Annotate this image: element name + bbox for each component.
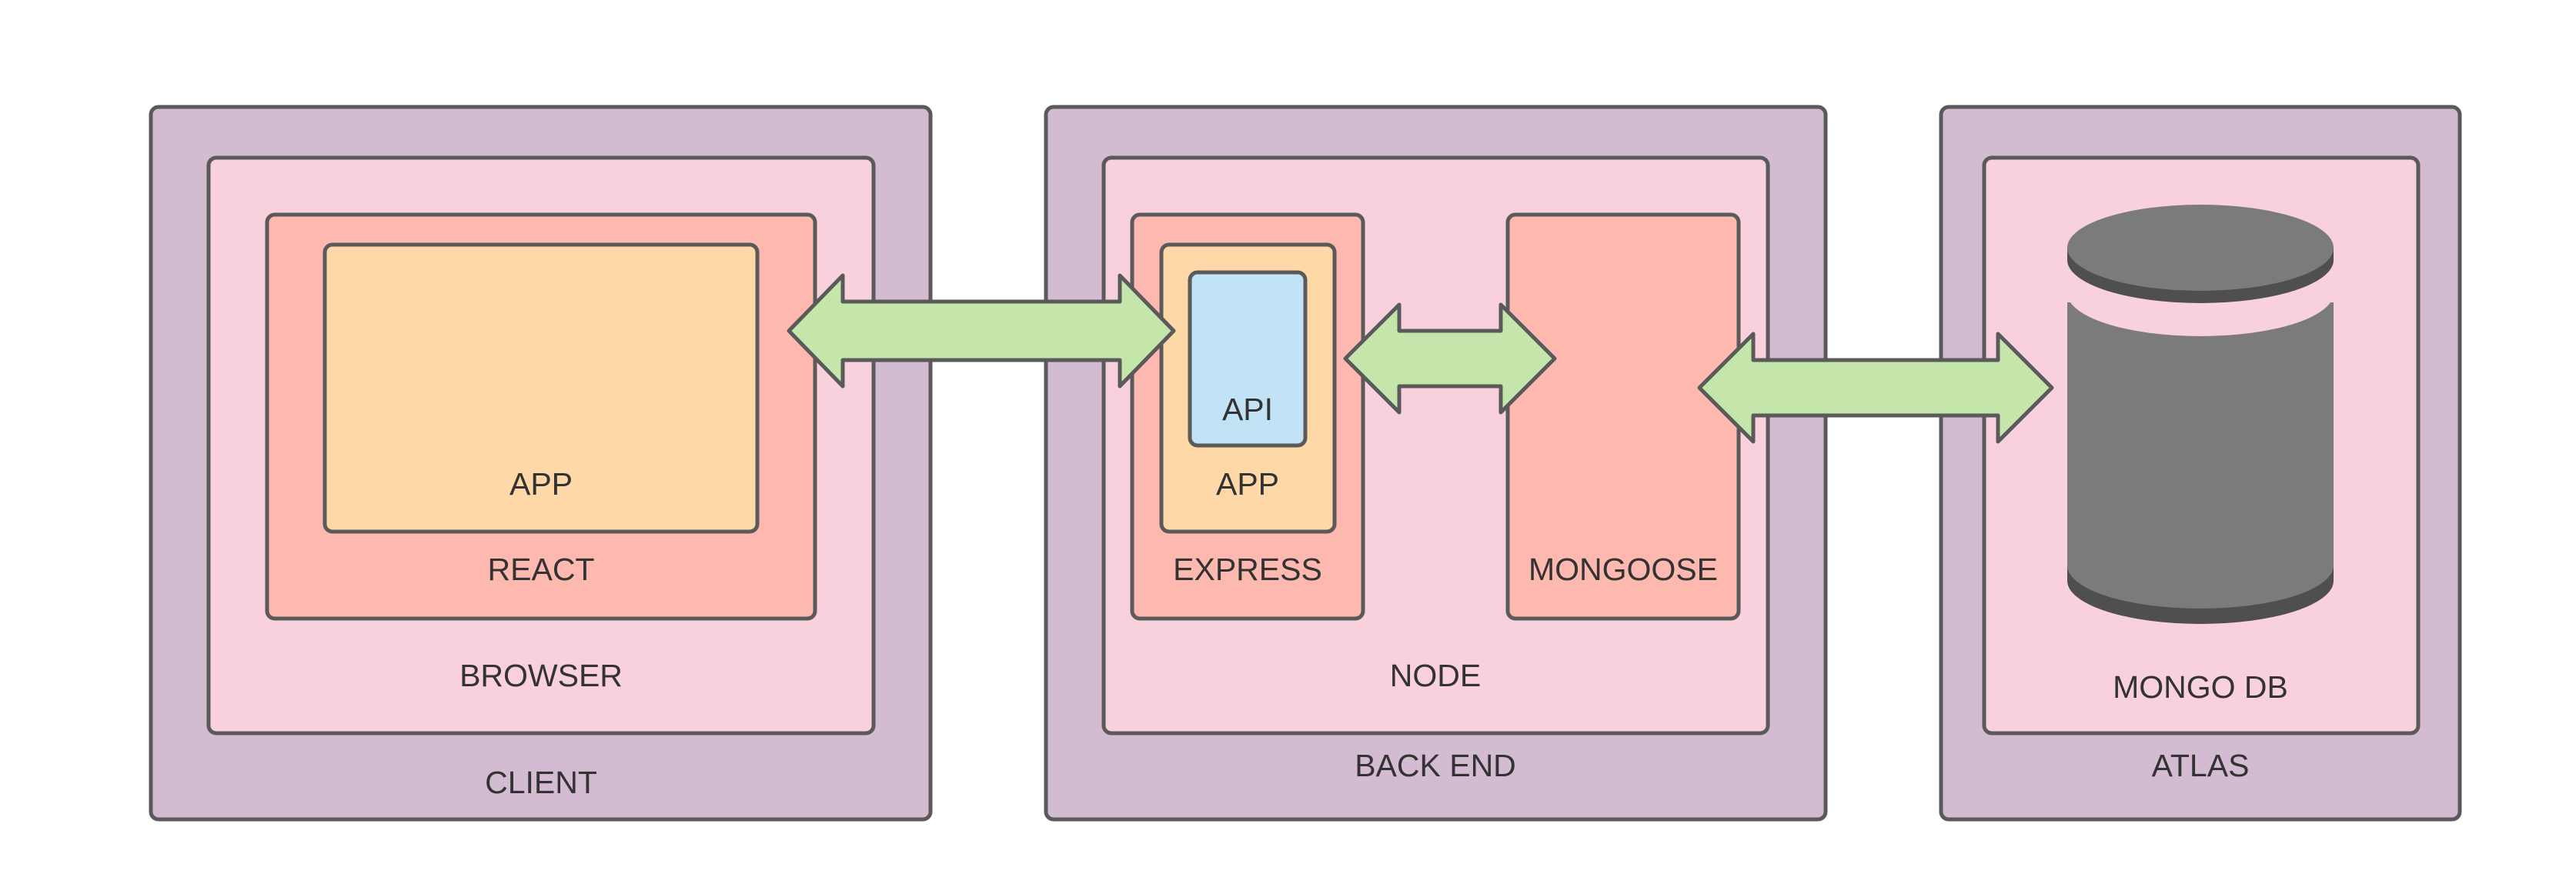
- client-group: APP REACT BROWSER CLIENT: [149, 105, 933, 822]
- backend-label: BACK END: [1355, 748, 1516, 783]
- api-label: API: [1222, 392, 1273, 427]
- client-app-label: APP: [510, 466, 573, 502]
- node-label: NODE: [1390, 658, 1481, 693]
- mongoose-label: MONGOOSE: [1529, 552, 1718, 587]
- browser-express-arrow: [787, 273, 1176, 389]
- api-box: [1188, 270, 1308, 448]
- api-mongoose-arrow: [1343, 302, 1557, 415]
- browser-label: BROWSER: [459, 658, 623, 693]
- mongodb-label: MONGO DB: [2113, 669, 2288, 705]
- react-label: REACT: [488, 552, 595, 587]
- mongoose-mongodb-arrow: [1697, 332, 2054, 444]
- client-label: CLIENT: [485, 765, 597, 800]
- client-app-box: [322, 242, 760, 534]
- atlas-group: MONGO DB ATLAS: [1939, 105, 2462, 822]
- database-cylinder-icon: [2067, 205, 2334, 624]
- atlas-label: ATLAS: [2152, 748, 2250, 783]
- express-app-label: APP: [1216, 466, 1279, 502]
- backend-group: API APP EXPRESS MONGOOSE NODE BACK END: [1044, 105, 1828, 822]
- express-label: EXPRESS: [1173, 552, 1322, 587]
